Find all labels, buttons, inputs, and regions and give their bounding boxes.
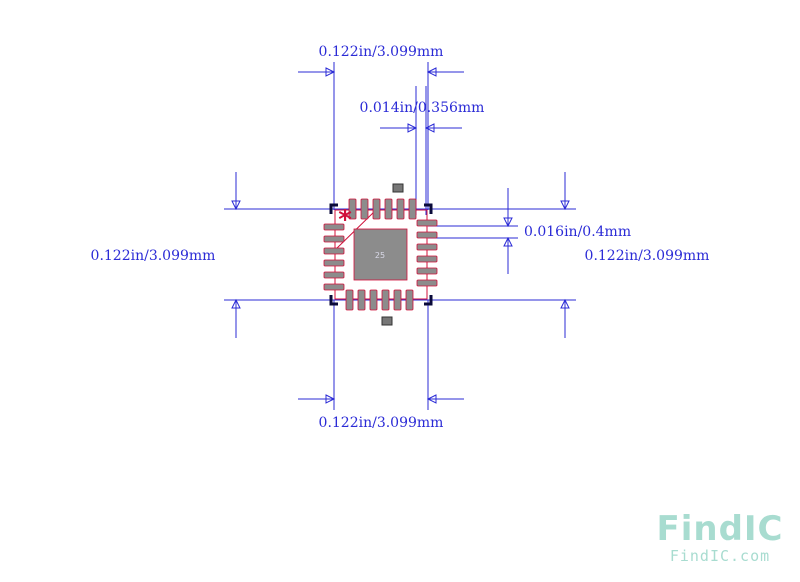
watermark-url: FindIC.com: [670, 547, 770, 565]
pad: [416, 231, 438, 239]
pad: [384, 198, 393, 220]
arrowheads: [231, 67, 570, 404]
center-pad: [353, 228, 408, 281]
pad: [396, 198, 405, 220]
pad: [323, 223, 345, 231]
pad: [323, 247, 345, 255]
arrowhead: [503, 236, 513, 247]
bottom-width-label: 0.122in/3.099mm: [319, 415, 444, 431]
corner-markers: [329, 203, 433, 306]
pad: [360, 198, 369, 220]
pad: [369, 289, 378, 311]
pad: [345, 289, 354, 311]
fiducial-top: [392, 183, 404, 193]
pad: [323, 271, 345, 279]
pad: [393, 289, 402, 311]
center-pad-label: 25: [375, 251, 385, 260]
corner-marker-tr: [424, 203, 433, 214]
corner-marker-tl: [329, 203, 338, 214]
corner-marker-bl: [329, 295, 338, 306]
pads-right: [416, 219, 438, 287]
pad: [405, 289, 414, 311]
arrowhead: [325, 67, 336, 77]
arrowhead: [426, 67, 437, 77]
arrowhead: [231, 200, 241, 211]
arrowhead: [424, 123, 435, 133]
pad: [416, 267, 438, 275]
fiducial-bottom: [381, 316, 393, 326]
arrowhead: [325, 394, 336, 404]
pin1-marker: *: [338, 205, 352, 235]
package: 25 *: [323, 183, 438, 326]
left-height-label: 0.122in/3.099mm: [91, 248, 216, 264]
pad: [416, 255, 438, 263]
pad: [416, 279, 438, 287]
pads-bottom: [345, 289, 414, 311]
pad: [323, 235, 345, 243]
pad: [416, 243, 438, 251]
arrowhead: [560, 298, 570, 309]
pad: [357, 289, 366, 311]
pad: [323, 283, 345, 291]
arrowhead: [503, 217, 513, 228]
pitch-label: 0.016in/0.4mm: [524, 224, 631, 240]
pad: [381, 289, 390, 311]
pad: [372, 198, 381, 220]
arrowhead: [407, 123, 418, 133]
pad: [323, 259, 345, 267]
corner-marker-br: [424, 295, 433, 306]
watermark-logo: FindIC: [656, 509, 783, 549]
arrowhead: [426, 394, 437, 404]
pads-top: [348, 198, 417, 220]
arrowhead: [231, 298, 241, 309]
pad-width-label: 0.014in/0.356mm: [360, 100, 485, 116]
pads-left: [323, 223, 345, 291]
arrowhead: [560, 200, 570, 211]
watermark: FindIC FindIC.com: [656, 509, 783, 565]
right-height-label: 0.122in/3.099mm: [585, 248, 710, 264]
pad: [408, 198, 417, 220]
package-outline: [334, 209, 428, 300]
top-width-label: 0.122in/3.099mm: [319, 44, 444, 60]
pad: [416, 219, 438, 227]
pad: [348, 198, 357, 220]
